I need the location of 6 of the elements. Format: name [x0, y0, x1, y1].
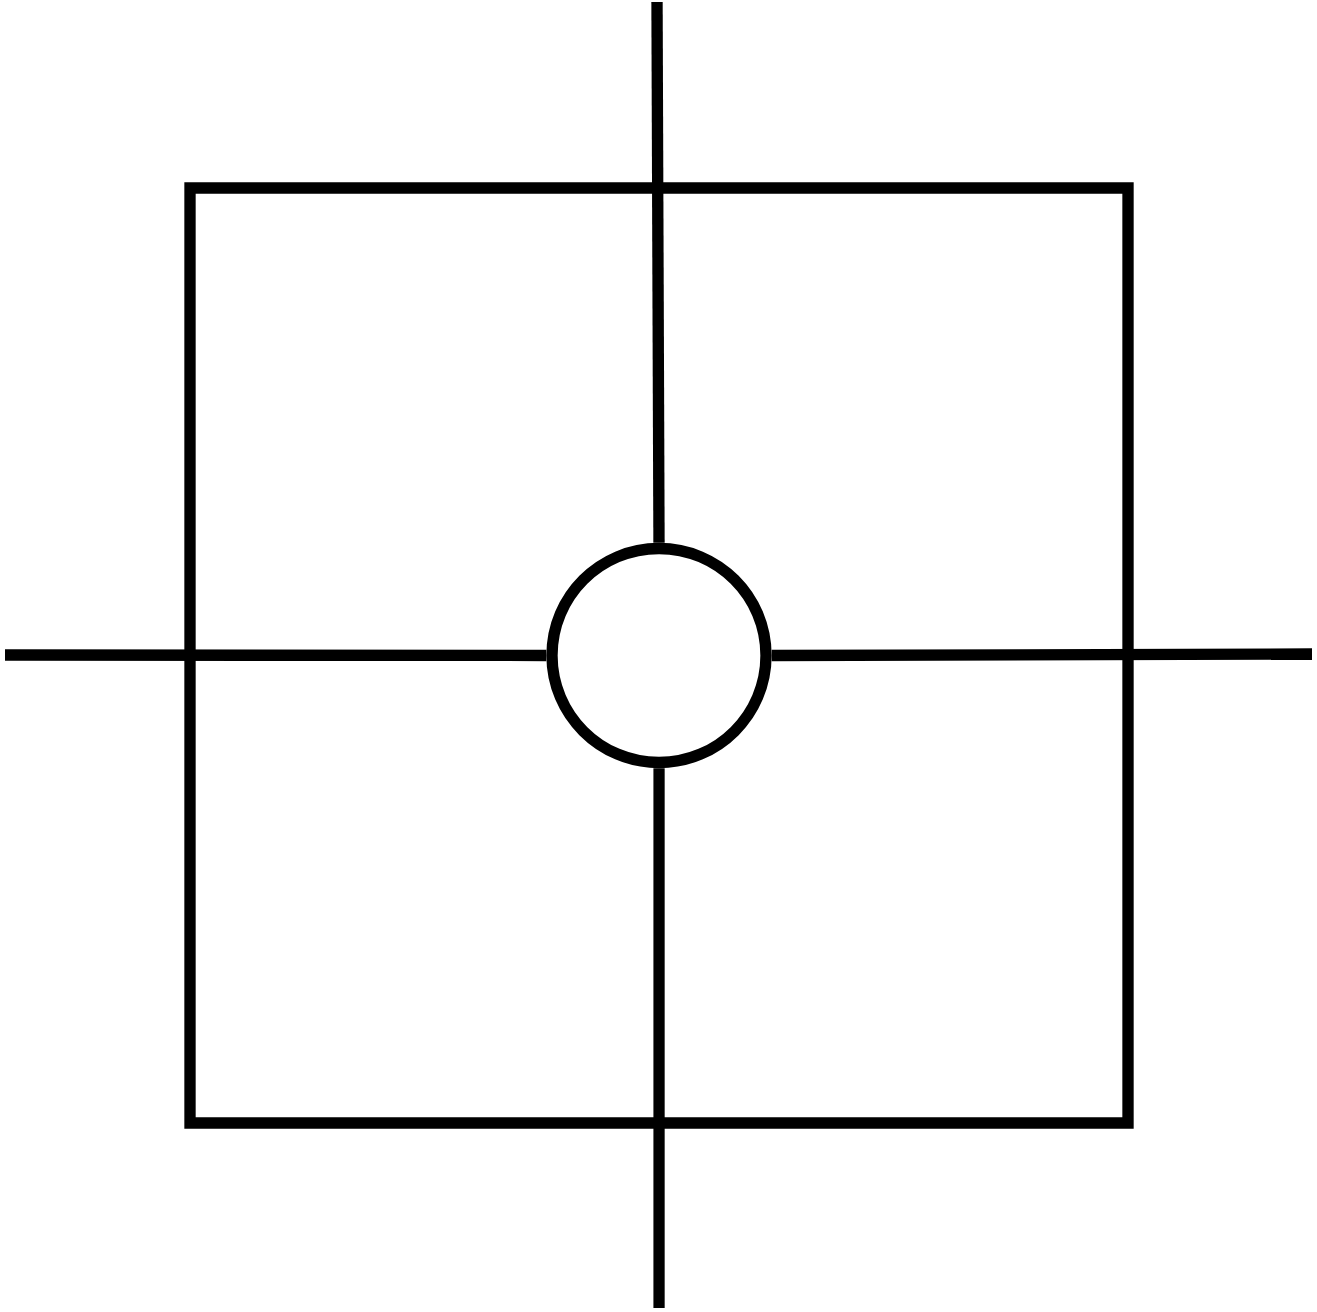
line [5, 649, 547, 662]
line [653, 768, 665, 1308]
square-frame [184, 182, 1134, 1129]
circle-symbol [546, 542, 772, 769]
line [771, 648, 1313, 662]
line [651, 1, 665, 543]
